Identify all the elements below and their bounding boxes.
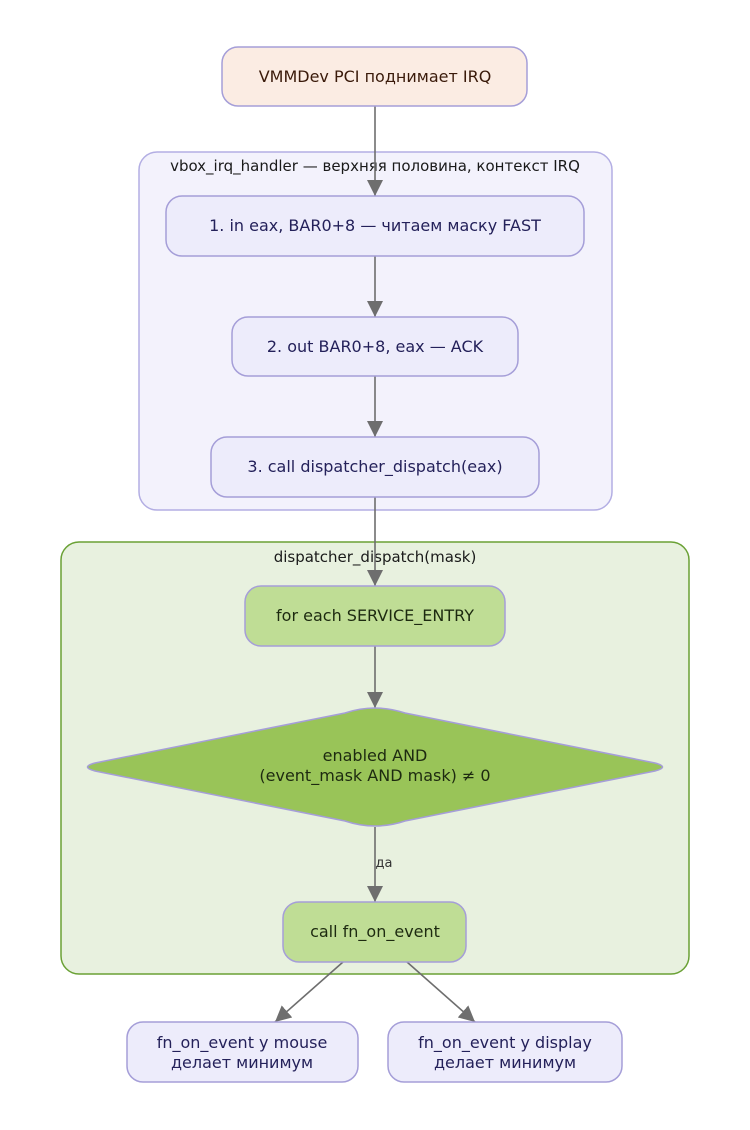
node-start-label: VMMDev PCI поднимает IRQ [259,67,492,86]
node-decision-line2: (event_mask AND mask) ≠ 0 [259,766,490,786]
node-step1-box [165,195,585,257]
node-mouse-line2: делает минимум [171,1053,313,1072]
node-decision-diamond [86,707,664,827]
edge-label-yes: да [376,856,393,871]
node-display-box [387,1021,623,1083]
node-step1-label: 1. in eax, BAR0+8 — читаем маску FAST [209,216,541,235]
node-display-line2: делает минимум [434,1053,576,1072]
node-display: fn_on_event у display делает минимум [387,1021,623,1083]
node-foreach: for each SERVICE_ENTRY [244,585,506,647]
edge-call-to-mouse [274,961,344,1023]
node-step3: 3. call dispatcher_dispatch(eax) [210,436,540,498]
node-step2-box [231,316,519,377]
node-foreach-box [244,585,506,647]
node-mouse-line1: fn_on_event у mouse [157,1033,328,1053]
node-decision-line1: enabled AND [323,746,428,765]
node-call-fn-label: call fn_on_event [310,922,440,942]
node-step3-box [210,436,540,498]
node-mouse-box [126,1021,359,1083]
node-step1: 1. in eax, BAR0+8 — читаем маску FAST [165,195,585,257]
node-call-fn-box [282,901,467,963]
node-decision: enabled AND (event_mask AND mask) ≠ 0 [86,707,664,827]
node-foreach-label: for each SERVICE_ENTRY [276,606,474,626]
node-start: VMMDev PCI поднимает IRQ [221,46,528,107]
node-step2-label: 2. out BAR0+8, eax — ACK [267,337,484,356]
edges [274,106,476,1023]
node-step3-label: 3. call dispatcher_dispatch(eax) [247,457,502,477]
edge-call-to-display [406,961,476,1023]
node-step2: 2. out BAR0+8, eax — ACK [231,316,519,377]
node-mouse: fn_on_event у mouse делает минимум [126,1021,359,1083]
node-call-fn: call fn_on_event [282,901,467,963]
node-start-box [221,46,528,107]
node-display-line1: fn_on_event у display [418,1033,592,1053]
